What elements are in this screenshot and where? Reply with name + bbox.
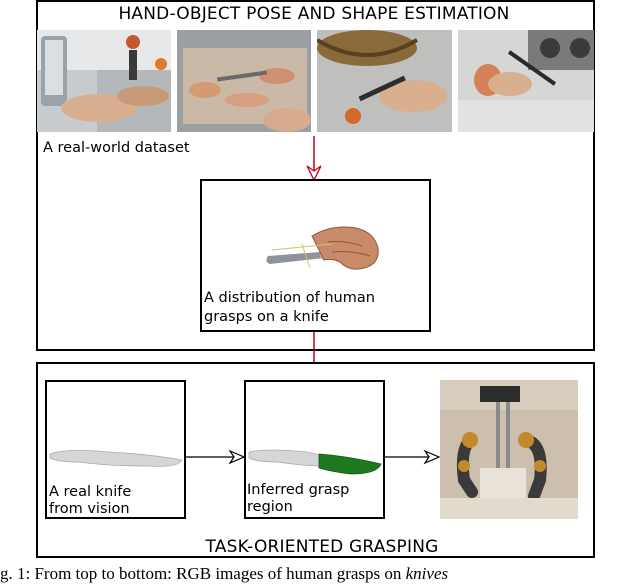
robot-grasping-photo — [440, 380, 578, 519]
top-section-title: HAND-OBJECT POSE AND SHAPE ESTIMATION — [118, 4, 510, 24]
caption-text: g. 1: From top to bottom: RGB images of … — [0, 564, 406, 583]
real-knife-label-line2: from vision — [49, 501, 130, 517]
real-knife-pointcloud — [49, 450, 183, 467]
inferred-label-line2: region — [247, 499, 293, 515]
arrow-inferred-to-robot — [385, 449, 441, 465]
dataset-label: A real-world dataset — [43, 140, 190, 156]
arrow-knife-to-inferred — [186, 449, 246, 465]
dataset-photo-basket — [317, 30, 452, 132]
knife-with-hand-illustration — [266, 226, 379, 270]
inferred-grasp-knife — [248, 449, 382, 475]
inferred-label-line1: Inferred grasp — [247, 482, 350, 498]
inferred-grasp-box — [244, 380, 385, 519]
distribution-label-line1: A distribution of human — [204, 290, 375, 306]
real-knife-box — [45, 380, 186, 519]
arrow-dataset-to-distribution — [306, 136, 322, 182]
bottom-section-title: TASK-ORIENTED GRASPING — [205, 537, 439, 557]
dataset-photo-tray — [177, 30, 311, 132]
figure-caption: g. 1: From top to bottom: RGB images of … — [0, 564, 448, 584]
distribution-label-line2: grasps on a knife — [204, 309, 329, 325]
caption-emphasis: knives — [405, 564, 449, 583]
dataset-photo-blender — [37, 30, 171, 132]
real-knife-label-line1: A real knife — [49, 484, 132, 500]
dataset-photo-cutting — [458, 30, 594, 132]
